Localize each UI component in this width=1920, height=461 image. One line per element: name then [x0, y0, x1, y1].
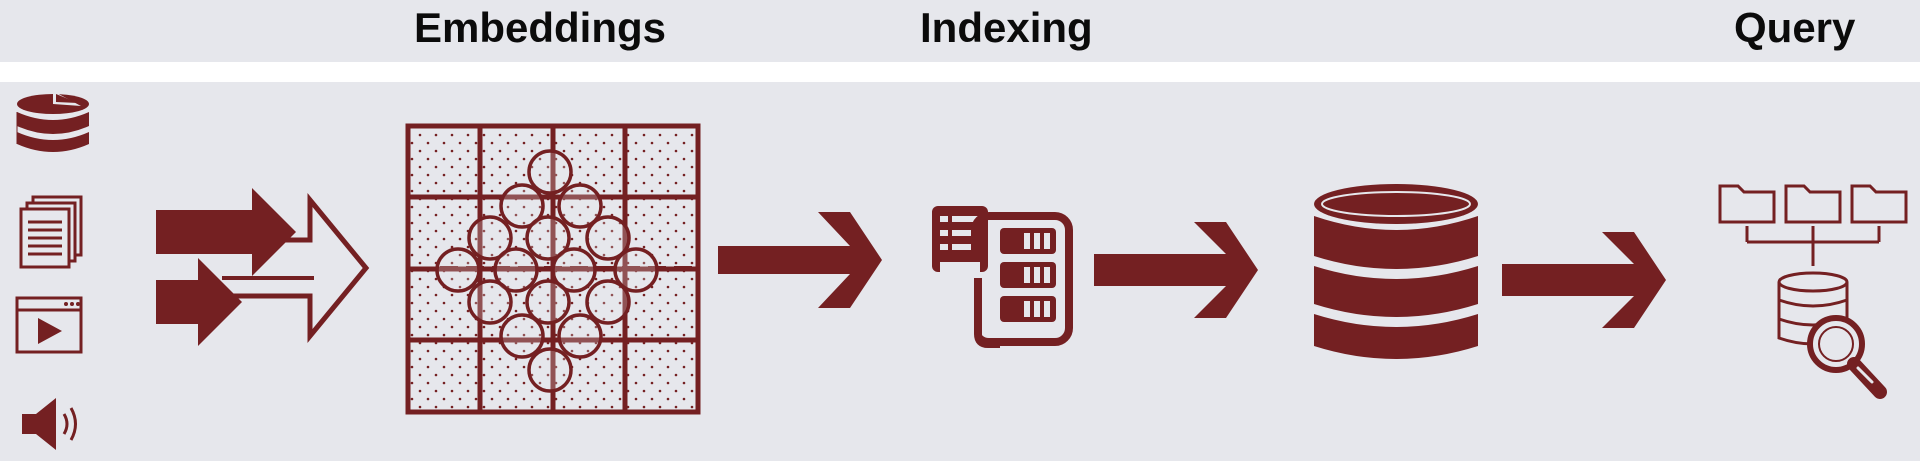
embedding-grid-icon — [405, 123, 701, 415]
speaker-icon — [22, 398, 77, 450]
pipeline-diagram — [0, 82, 1920, 456]
database-search-icon — [1718, 184, 1908, 399]
video-player-icon — [15, 296, 83, 354]
vector-database-icon — [1314, 184, 1478, 359]
pipeline-svg — [15, 91, 1908, 450]
stage-label-query: Query — [1734, 4, 1856, 51]
merge-arrows-icon — [156, 188, 370, 346]
flow-arrow-3 — [1502, 232, 1666, 328]
index-server-icon — [932, 206, 1073, 348]
flow-arrow-2 — [1094, 222, 1258, 318]
header: Embeddings Indexing Query — [0, 0, 1920, 62]
documents-icon — [19, 195, 83, 269]
database-pie-icon — [16, 91, 89, 152]
stage-label-indexing: Indexing — [920, 4, 1093, 51]
header-divider — [0, 62, 1920, 82]
flow-arrow-1 — [718, 212, 882, 308]
stage-label-embeddings: Embeddings — [414, 4, 667, 51]
